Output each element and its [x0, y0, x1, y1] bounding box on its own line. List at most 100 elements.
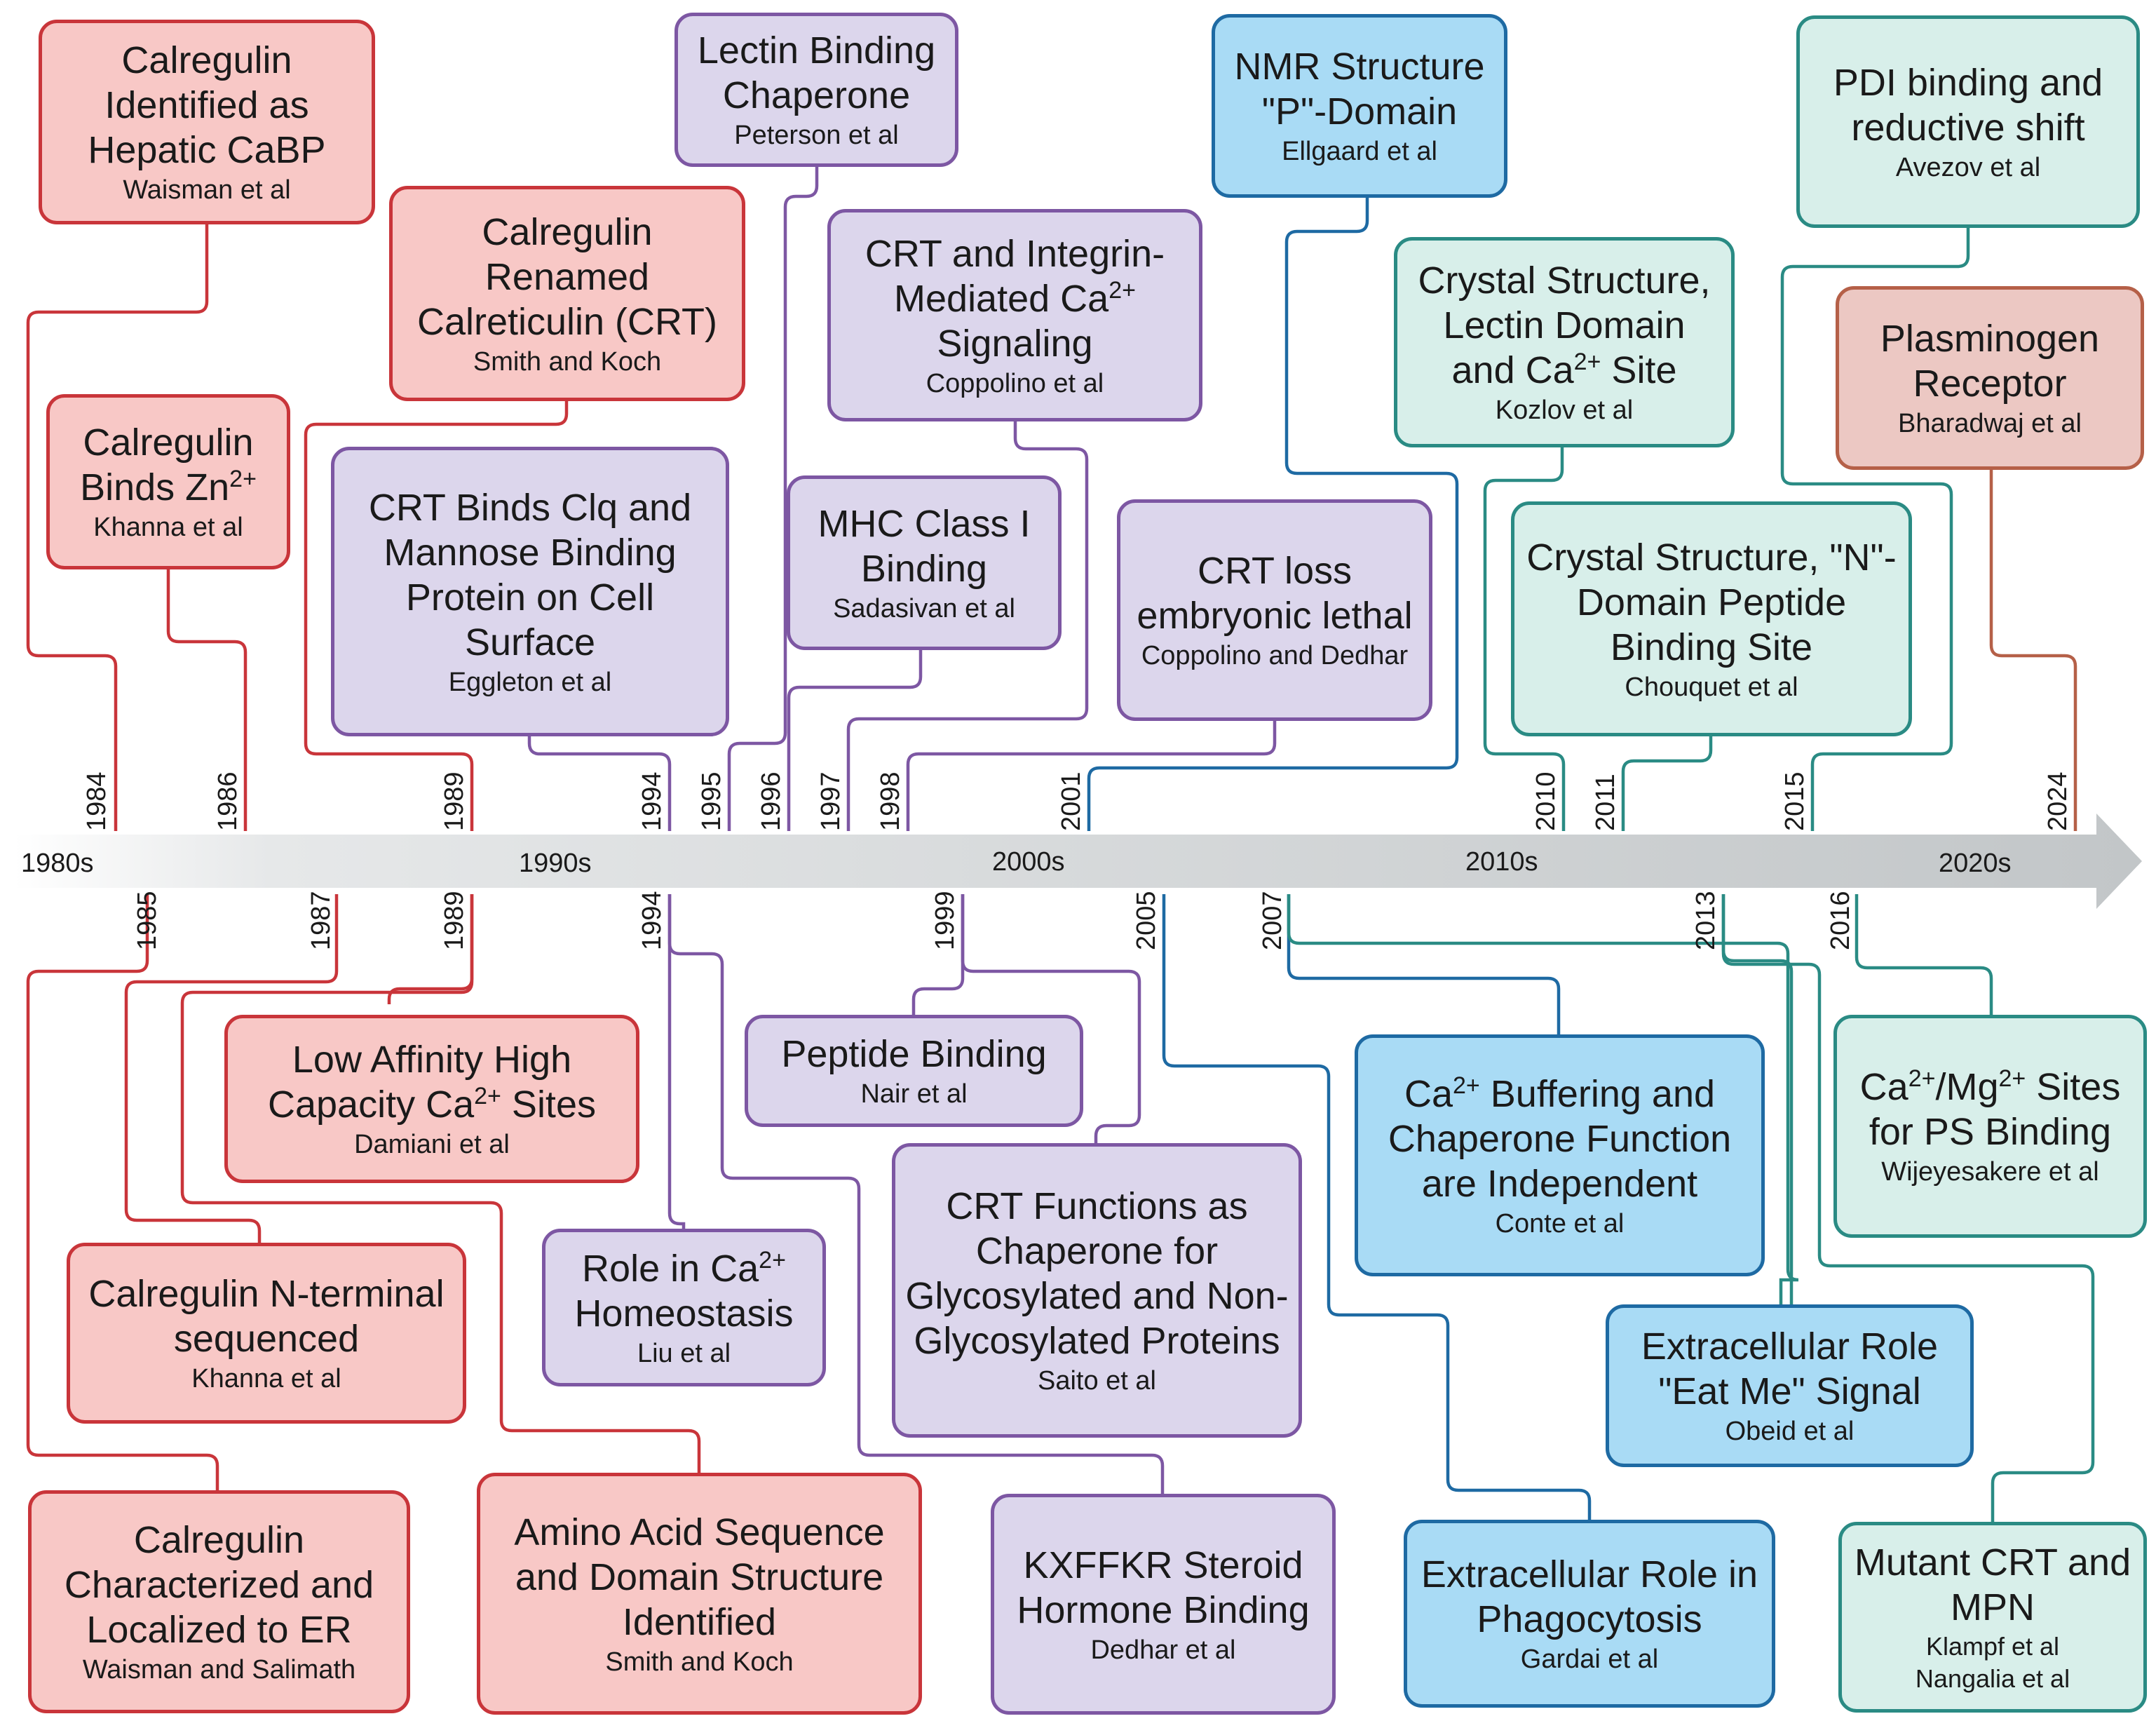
year-label-1986: 1986: [213, 771, 243, 831]
event-title: Amino Acid Sequence and Domain Structure…: [514, 1511, 885, 1643]
event-crystal-lectin: Crystal Structure, Lectin Domain and Ca2…: [1394, 237, 1735, 447]
event-title: Peptide Binding: [781, 1033, 1047, 1075]
event-author: Ellgaard et al: [1282, 137, 1437, 166]
event-embryonic: CRT loss embryonic lethal Coppolino and …: [1117, 499, 1432, 721]
event-author: Wijeyesakere et al: [1881, 1157, 2099, 1187]
event-title: Lectin Binding Chaperone: [697, 29, 936, 116]
event-author: Damiani et al: [354, 1130, 510, 1159]
event-author: Coppolino and Dedhar: [1141, 641, 1409, 670]
event-author: Eggleton et al: [448, 667, 612, 697]
event-ps-binding: Ca2+/Mg2+ Sites for PS Binding Wijeyesak…: [1833, 1015, 2147, 1238]
year-label-1989-below: 1989: [440, 891, 469, 950]
year-label-1997: 1997: [816, 771, 846, 831]
event-author: Avezov et al: [1895, 152, 2041, 182]
event-title: Extracellular Role in Phagocytosis: [1421, 1553, 1758, 1640]
year-label-1989-above: 1989: [440, 771, 469, 831]
year-label-2016: 2016: [1826, 891, 1855, 950]
event-homeostasis: Role in Ca2+ Homeostasis Liu et al: [542, 1229, 826, 1386]
connector-1984: [26, 224, 209, 831]
decade-label-2010s: 2010s: [1465, 847, 1538, 877]
year-label-2015: 2015: [1780, 771, 1810, 831]
event-localized-er: Calregulin Characterized and Localized t…: [28, 1490, 410, 1713]
year-label-1999: 1999: [930, 891, 960, 950]
event-author: Coppolino et al: [926, 368, 1104, 398]
event-author: Khanna et al: [93, 513, 243, 542]
decade-label-1980s: 1980s: [21, 849, 94, 878]
event-title: CRT Binds Clq and Mannose Binding Protei…: [368, 486, 692, 663]
event-title: Calregulin Renamed Calreticulin (CRT): [416, 210, 718, 343]
connector-1999-chaperone: [961, 894, 1141, 1143]
year-label-2011: 2011: [1591, 774, 1620, 831]
event-author: Sadasivan et al: [833, 593, 1015, 623]
year-label-1987: 1987: [306, 891, 336, 950]
connector-2024: [1989, 470, 2077, 831]
year-label-1994-below: 1994: [637, 891, 667, 950]
event-author: Waisman et al: [123, 175, 291, 205]
event-title: KXFFKR Steroid Hormone Binding: [1017, 1544, 1310, 1631]
year-label-2005: 2005: [1132, 891, 1161, 950]
event-chaperone-glyco: CRT Functions as Chaperone for Glycosyla…: [892, 1143, 1302, 1438]
event-title: Plasminogen Receptor: [1880, 318, 2100, 405]
event-author: Waisman and Salimath: [82, 1655, 356, 1685]
event-lectin-chaperone: Lectin Binding Chaperone Peterson et al: [674, 13, 958, 167]
event-title: Low Affinity High Capacity Ca2+ Sites: [268, 1039, 596, 1126]
event-title: NMR Structure "P"-Domain: [1234, 46, 1485, 133]
event-author: Smith and Koch: [473, 346, 662, 377]
connector-1997: [846, 421, 1089, 831]
connector-2015: [1780, 228, 1970, 831]
event-title: Crystal Structure, Lectin Domain and Ca2…: [1418, 259, 1711, 391]
connector-1987: [124, 894, 339, 1243]
connector-2010: [1483, 447, 1566, 831]
event-hepatic-cabp: Calregulin Identified as Hepatic CaBP Wa…: [39, 20, 375, 224]
decade-label-2000s: 2000s: [992, 847, 1065, 877]
connector-1994-below: [667, 894, 686, 1229]
event-author: Conte et al: [1495, 1208, 1625, 1238]
event-author: Obeid et al: [1725, 1417, 1855, 1446]
event-mpn: Mutant CRT and MPN Klampf et al Nangalia…: [1838, 1522, 2147, 1713]
event-binds-zn: Calregulin Binds Zn2+ Khanna et al: [46, 394, 290, 569]
year-label-2001: 2001: [1057, 771, 1086, 831]
event-author: Gardai et al: [1520, 1645, 1659, 1674]
event-author: Liu et al: [637, 1338, 731, 1368]
event-nmr: NMR Structure "P"-Domain Ellgaard et al: [1212, 14, 1507, 198]
year-label-2013: 2013: [1691, 891, 1721, 950]
event-integrin: CRT and Integrin-Mediated Ca2+ Signaling…: [827, 209, 1202, 421]
event-title: Role in Ca2+ Homeostasis: [574, 1246, 794, 1335]
event-n-terminal: Calregulin N-terminal sequenced Khanna e…: [67, 1243, 466, 1424]
event-phagocytosis: Extracellular Role in Phagocytosis Garda…: [1404, 1520, 1775, 1708]
connector-1996: [787, 650, 923, 831]
connector-2016: [1855, 894, 1993, 1015]
year-label-1998: 1998: [876, 771, 905, 831]
connector-1994-kxffkr: [667, 894, 1165, 1494]
event-title: PDI binding and reductive shift: [1833, 61, 2103, 149]
connector-1989-above: [304, 401, 569, 831]
event-pdi: PDI binding and reductive shift Avezov e…: [1796, 15, 2140, 228]
event-eat-me: Extracellular Role "Eat Me" Signal Obeid…: [1606, 1304, 1974, 1467]
event-title: Mutant CRT and MPN: [1854, 1541, 2131, 1628]
connector-2011: [1621, 736, 1713, 831]
event-buffering: Ca2+ Buffering and Chaperone Function ar…: [1355, 1034, 1765, 1276]
event-renamed-crt: Calregulin Renamed Calreticulin (CRT) Sm…: [389, 186, 745, 401]
connector-1999: [911, 894, 965, 1015]
event-author: Smith and Koch: [605, 1647, 794, 1677]
connector-1994-above: [527, 736, 672, 831]
event-title: CRT Functions as Chaperone for Glycosyla…: [905, 1185, 1289, 1362]
event-author: Bharadwaj et al: [1898, 409, 2082, 438]
event-title: Crystal Structure, "N"-Domain Peptide Bi…: [1526, 536, 1897, 668]
connector-2005: [1162, 894, 1592, 1520]
event-low-affinity: Low Affinity High Capacity Ca2+ Sites Da…: [224, 1015, 639, 1183]
connector-1998: [906, 721, 1277, 831]
connector-2001: [1087, 198, 1459, 831]
event-peptide: Peptide Binding Nair et al: [745, 1015, 1083, 1127]
event-title: Calregulin N-terminal sequenced: [88, 1273, 445, 1360]
year-label-1996: 1996: [757, 771, 786, 831]
year-label-2007: 2007: [1258, 891, 1287, 950]
event-title: MHC Class I Binding: [818, 502, 1031, 590]
connector-1986: [166, 569, 248, 831]
event-crystal-n: Crystal Structure, "N"-Domain Peptide Bi…: [1511, 501, 1912, 736]
decade-label-1990s: 1990s: [519, 849, 592, 878]
event-author: Khanna et al: [191, 1364, 341, 1393]
event-title: Calregulin Binds Zn2+: [80, 421, 257, 508]
event-clq-mannose: CRT Binds Clq and Mannose Binding Protei…: [331, 447, 729, 736]
